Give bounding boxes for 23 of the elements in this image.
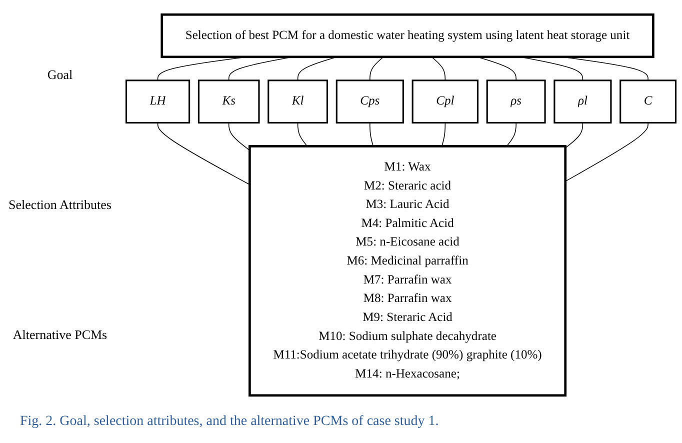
node-box: ρl: [554, 80, 612, 124]
connector: [442, 122, 446, 147]
figure-caption: Fig. 2. Goal, selection attributes, and the alternative PCMs of case study 1.: [19, 413, 440, 431]
level-label: Goal: [46, 67, 74, 83]
node-box: C: [620, 80, 677, 124]
node-box: Kl: [268, 80, 328, 124]
connector: [564, 122, 584, 148]
connector: [506, 122, 516, 147]
level-label: Alternative PCMs: [12, 327, 108, 343]
connector: [157, 122, 250, 186]
node-box: Cps: [336, 80, 404, 124]
connector: [370, 56, 384, 81]
node-box: Cpl: [412, 80, 478, 124]
node-box: Ks: [198, 80, 260, 124]
node-box: M1: Wax M2: Steraric acid M3: Lauric Acid M4: Palmitic Acid M5: n-Eicosane acid M6: Medicinal parraffin M7: Parrafin wax M8: Parrafin wax M9: Steraric Acid M10: Sodium sulphate decahydrate M11:Sodium acetate trihydrate (90%) graphite (10%) M14: n-Hexacosane;: [248, 145, 567, 397]
node-box: ρs: [486, 80, 546, 124]
node-box: Selection of best PCM for a domestic water heating system using latent heat storage unit: [160, 13, 654, 58]
connector: [297, 122, 308, 147]
level-label: Selection Attributes: [8, 197, 112, 213]
connector: [370, 122, 374, 147]
connector: [228, 122, 250, 151]
connector: [431, 56, 446, 81]
connector: [564, 122, 648, 182]
